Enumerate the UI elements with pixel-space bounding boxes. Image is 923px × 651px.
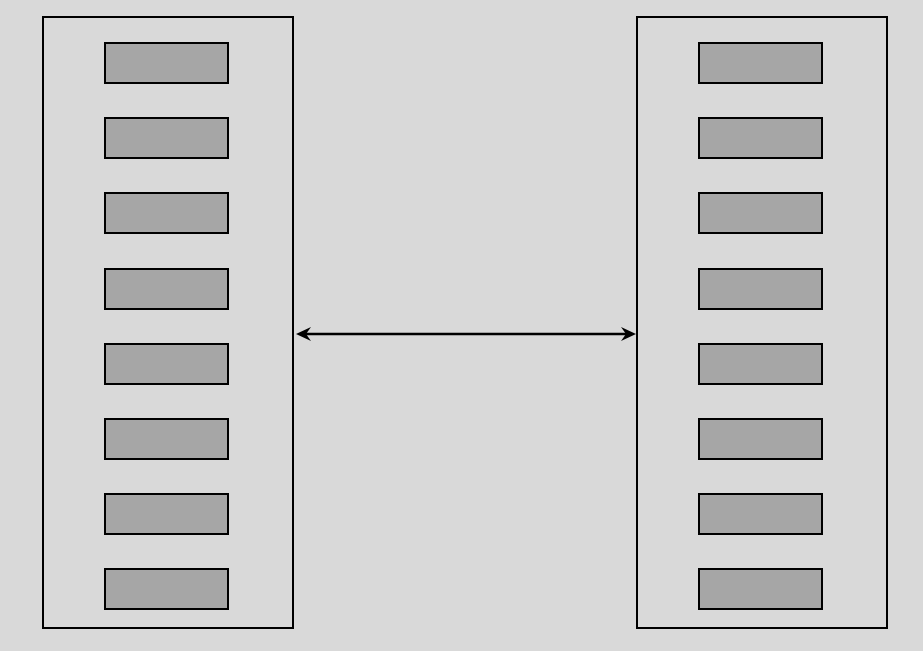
left-rack-slot-3 xyxy=(104,192,229,235)
left-rack-slot-8 xyxy=(104,568,229,611)
right-rack-slot-1 xyxy=(698,42,823,84)
right-rack-slot-2 xyxy=(698,117,823,160)
left-rack-slot-6 xyxy=(104,418,229,460)
left-rack xyxy=(42,16,294,629)
right-rack-slot-3 xyxy=(698,192,823,235)
right-rack-slot-8 xyxy=(698,568,823,611)
right-rack-slot-7 xyxy=(698,493,823,536)
left-rack-slot-4 xyxy=(104,267,229,310)
left-rack-slot-2 xyxy=(104,117,229,160)
arrow-head-left xyxy=(296,327,311,341)
right-rack-slot-4 xyxy=(698,267,823,310)
left-rack-slot-1 xyxy=(104,42,229,84)
right-rack xyxy=(636,16,888,629)
right-rack-slot-6 xyxy=(698,418,823,460)
right-rack-slot-5 xyxy=(698,342,823,385)
left-rack-slot-5 xyxy=(104,342,229,385)
arrow-head-right xyxy=(621,327,636,341)
left-rack-slot-7 xyxy=(104,493,229,536)
